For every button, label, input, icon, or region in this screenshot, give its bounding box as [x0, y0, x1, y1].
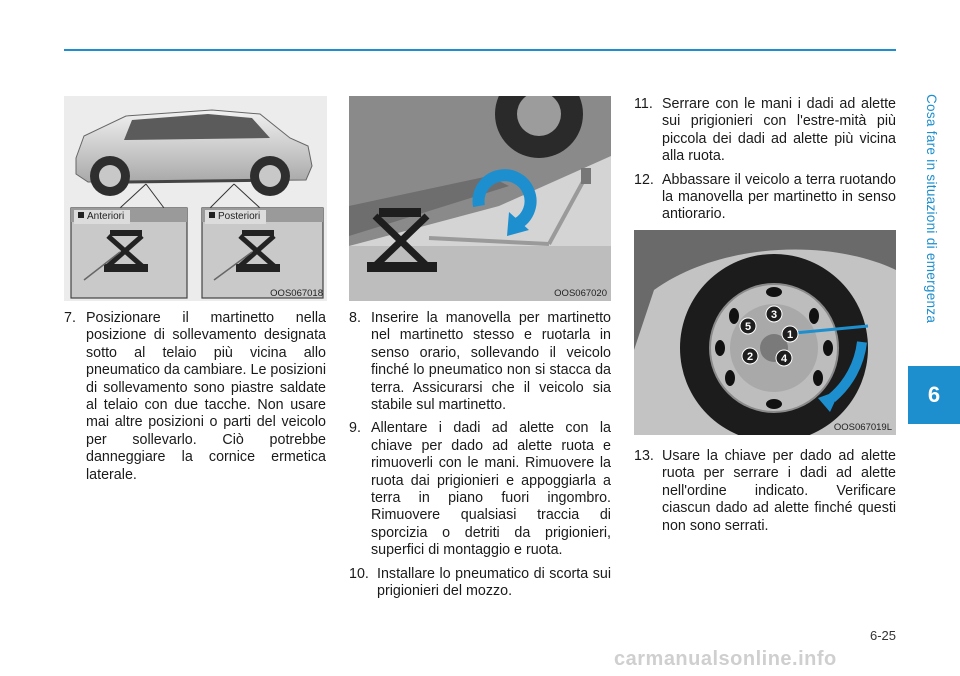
- text-column-3-bottom: 13. Usare la chiave per dado ad alette r…: [634, 448, 896, 541]
- step-text: Inserire la manovella per martinetto nel…: [371, 310, 611, 414]
- step-item: 7. Posizionare il martinetto nella posiz…: [64, 310, 326, 484]
- text-column-1: 7. Posizionare il martinetto nella posiz…: [64, 310, 326, 490]
- watermark: carmanualsonline.info: [614, 648, 837, 670]
- label-rear: Posteriori: [205, 210, 267, 224]
- text-column-2: 8. Inserire la manovella per martinetto …: [349, 310, 611, 607]
- figure-code: OOS067018: [270, 288, 323, 299]
- step-number: 7.: [64, 310, 76, 326]
- step-text: Allentare i dadi ad alette con la chiave…: [371, 420, 611, 559]
- step-item: 10. Installare lo pneumatico di scorta s…: [349, 566, 611, 601]
- step-item: 9. Allentare i dadi ad alette con la chi…: [349, 420, 611, 559]
- step-number: 11.: [634, 96, 653, 112]
- step-number: 13.: [634, 448, 654, 464]
- nut-number-1: 1: [787, 329, 793, 341]
- step-text: Abbassare il veicolo a terra ruotando la…: [662, 171, 896, 223]
- figure-code: OOS067020: [554, 288, 607, 299]
- figure-code: OOS067019L: [833, 422, 892, 433]
- jack-handle-illustration: [349, 96, 611, 301]
- square-bullet-icon: [209, 212, 215, 218]
- figure-wheel-nuts: 1 2 3 4 5 OOS067019L: [634, 230, 896, 435]
- step-text: Posizionare il martinetto nella posizion…: [86, 310, 327, 483]
- step-text: Serrare con le mani i dadi ad alette sui…: [662, 96, 896, 165]
- wheel-nuts-illustration: 1 2 3 4 5: [634, 230, 896, 435]
- nut-number-5: 5: [745, 321, 751, 333]
- step-number: 10.: [349, 565, 369, 582]
- label-rear-text: Posteriori: [218, 211, 261, 222]
- step-number: 12.: [634, 171, 654, 188]
- step-text: Installare lo pneumatico di scorta sui p…: [377, 565, 611, 600]
- label-front: Anteriori: [74, 210, 131, 224]
- step-number: 8.: [349, 310, 361, 326]
- step-text: Usare la chiave per dado ad alette ruota…: [662, 448, 896, 534]
- text-column-3-top: 11. Serrare con le mani i dadi ad alette…: [634, 96, 896, 230]
- figure-jack-handle: OOS067020: [349, 96, 611, 301]
- step-item: 13. Usare la chiave per dado ad alette r…: [634, 448, 896, 535]
- step-number: 9.: [349, 420, 361, 437]
- chapter-tab[interactable]: 6: [908, 366, 960, 424]
- page-number: 6-25: [869, 628, 896, 643]
- header-rule: [64, 49, 896, 51]
- nut-number-4: 4: [781, 353, 788, 365]
- figure-jack-points: Anteriori Posteriori OOS067018: [64, 96, 327, 301]
- step-item: 8. Inserire la manovella per martinetto …: [349, 310, 611, 414]
- nut-number-2: 2: [747, 351, 753, 363]
- step-item: 11. Serrare con le mani i dadi ad alette…: [634, 96, 896, 166]
- chapter-title: Cosa fare in situazioni di emergenza: [924, 94, 939, 324]
- square-bullet-icon: [78, 212, 84, 218]
- label-front-text: Anteriori: [87, 211, 125, 222]
- step-item: 12. Abbassare il veicolo a terra ruotand…: [634, 172, 896, 224]
- car-jack-illustration: [64, 96, 327, 301]
- nut-number-3: 3: [771, 309, 777, 321]
